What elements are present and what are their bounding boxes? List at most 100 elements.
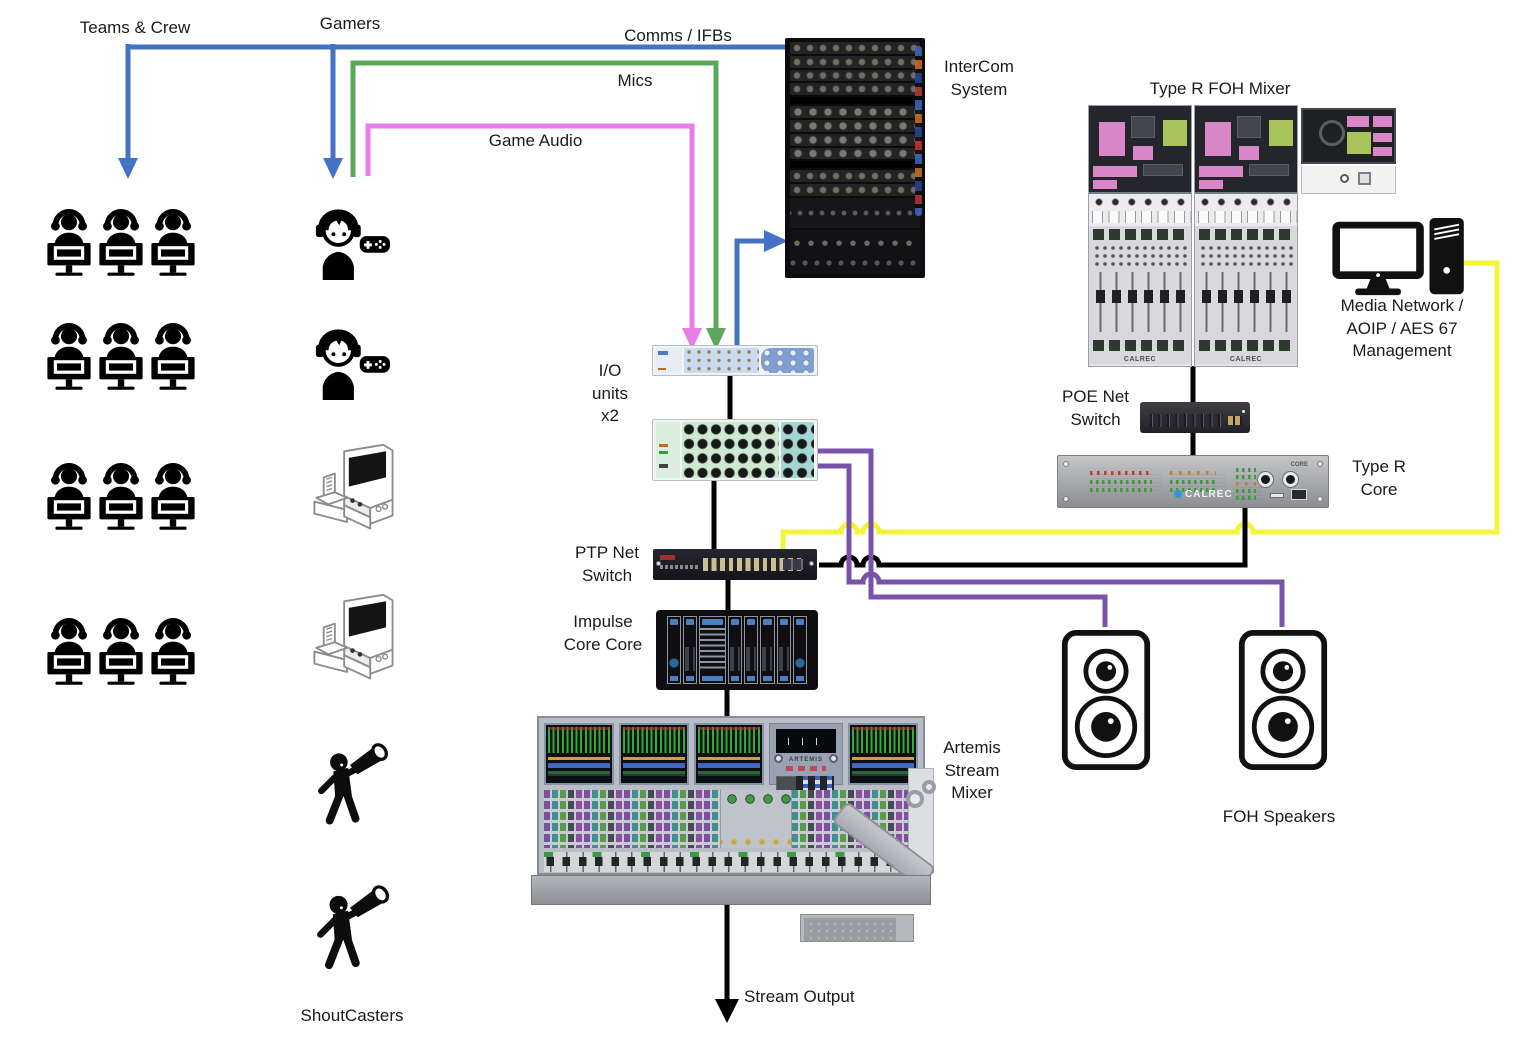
- core-card-router: [699, 616, 726, 684]
- screen-tile: [1093, 180, 1117, 189]
- wire-speaker-right: [818, 463, 1285, 627]
- calrec-logo: CALREC: [1123, 356, 1157, 363]
- screw: [1317, 461, 1323, 467]
- io-control-strip: [656, 348, 682, 373]
- screen-tile: [1237, 116, 1261, 138]
- arrow-teams-crew: [118, 158, 138, 179]
- impulse-core-label: Impulse Core Core: [563, 612, 643, 654]
- center-control-panel: ARTEMIS: [768, 723, 844, 792]
- intercom-io-unit: [790, 229, 920, 274]
- rotary-knob-row: [1089, 194, 1191, 210]
- screen-tile: [1133, 146, 1153, 160]
- intercom-module: [790, 133, 920, 146]
- fader-section: CALREC: [1089, 226, 1191, 364]
- arrow-game-audio: [682, 328, 702, 350]
- wing-dial: [1319, 120, 1345, 146]
- media-network-computer-icon: [1332, 218, 1468, 298]
- arrow-gamers: [323, 158, 343, 179]
- button-row: [1089, 210, 1191, 226]
- led-row: [1236, 482, 1256, 486]
- crew-operator-icon: [45, 452, 93, 534]
- led-row: [1090, 480, 1152, 484]
- intercom-module: [790, 184, 920, 196]
- arrow-stream-output: [715, 999, 739, 1023]
- core-card: [760, 616, 775, 684]
- screen-tile: [1205, 122, 1231, 156]
- led-row: [1236, 475, 1256, 479]
- arrow-mics: [706, 328, 726, 350]
- core-card: [744, 616, 759, 684]
- crew-operator-icon: [45, 312, 93, 394]
- meter-screen: [544, 723, 614, 785]
- crew-operator-icon: [45, 607, 93, 689]
- screen-tile: [1269, 120, 1293, 146]
- center-display: [776, 729, 836, 753]
- foh-speaker-right-icon: [1237, 627, 1329, 773]
- usb-port: [1270, 493, 1284, 498]
- screen-tile: [1199, 166, 1243, 177]
- io-control-strip: [656, 422, 680, 478]
- intercom-label: InterCom System: [944, 57, 1014, 99]
- channel-displays: [1093, 229, 1187, 240]
- type-r-core-unit: CALREC CORE: [1057, 455, 1329, 508]
- monitor-arm-hinge: [922, 780, 936, 794]
- meter-bridge: ARTEMIS: [539, 718, 923, 792]
- crew-operator-icon: [149, 607, 197, 689]
- calrec-logo: CALREC: [1229, 356, 1263, 363]
- calrec-text: CALREC: [1185, 489, 1233, 500]
- screen-tile: [1249, 164, 1289, 176]
- led-row: [1236, 496, 1256, 500]
- rack-gap: [790, 161, 920, 169]
- led-meter-block: [1170, 471, 1226, 493]
- status-led: [1242, 410, 1245, 413]
- mics-label: Mics: [617, 71, 653, 90]
- teams-crew-label: Teams & Crew: [79, 18, 191, 37]
- wire-mics: [350, 60, 719, 330]
- screen-tile: [1347, 116, 1369, 127]
- foh-mixer-panel-left: CALREC: [1088, 105, 1192, 367]
- screen-tile: [1373, 116, 1392, 127]
- arcade-cabinet-icon: [308, 592, 398, 699]
- comms-ifbs-label: Comms / IFBs: [624, 26, 732, 45]
- shoutcaster-icon: [300, 740, 400, 840]
- button-row: [1195, 210, 1297, 226]
- crew-operator-icon: [97, 312, 145, 394]
- ethernet-port: [1291, 489, 1307, 500]
- intercom-module: [790, 69, 920, 82]
- arcade-cabinet-icon: [308, 442, 398, 549]
- ptp-net-switch: [653, 549, 817, 580]
- crew-operator-icon: [149, 452, 197, 534]
- xlr-output-ports: [780, 422, 814, 478]
- game-audio-label: Game Audio: [488, 131, 583, 150]
- shoutcasters-label: ShoutCasters: [300, 1006, 404, 1025]
- screen-tile: [1143, 164, 1183, 176]
- led-row: [1090, 471, 1152, 475]
- intercom-matrix-unit: [790, 197, 920, 228]
- screen-tile: [1239, 146, 1259, 160]
- digital-input-ports: [684, 348, 759, 373]
- wire-io-to-intercom: [734, 238, 766, 347]
- port-group: [703, 558, 733, 571]
- lower-displays: [1093, 340, 1187, 351]
- foh-mixer-panel-right: CALREC: [1194, 105, 1298, 367]
- stream-output-label: Stream Output: [744, 987, 855, 1006]
- screen-tile: [1347, 132, 1371, 154]
- wire-comms-ifbs: [125, 44, 787, 160]
- core-card: [667, 616, 682, 684]
- wire-audio-links: [711, 366, 1248, 1001]
- screen-tile: [1163, 120, 1187, 146]
- core-card: [792, 616, 807, 684]
- screen-tile: [1373, 133, 1392, 142]
- foh-mixer-label: Type R FOH Mixer: [1149, 79, 1291, 98]
- fader-caps: [1199, 290, 1293, 303]
- gamer-icon: [300, 204, 400, 280]
- intercom-rack: [785, 38, 925, 278]
- gamers-label: Gamers: [319, 14, 381, 33]
- screen-tile: [1131, 116, 1155, 138]
- screen-tile: [1093, 166, 1137, 177]
- calrec-logo: CALREC: [1174, 489, 1233, 500]
- crew-row-3: [45, 452, 197, 534]
- core-card: [727, 616, 743, 684]
- screen-tile: [1199, 180, 1223, 189]
